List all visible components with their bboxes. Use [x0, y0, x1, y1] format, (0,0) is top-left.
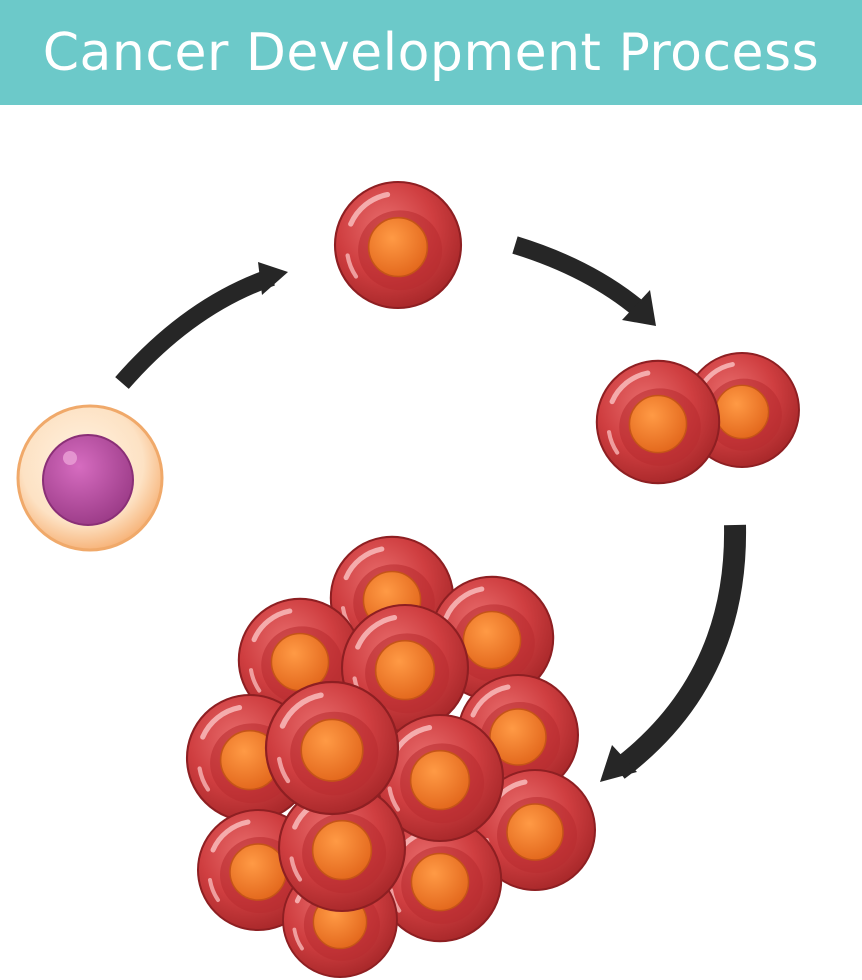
page-title: Cancer Development Process	[42, 22, 820, 83]
mutated-cell-icon	[335, 182, 461, 308]
arrow-1-icon	[115, 262, 288, 389]
normal-cell-icon	[16, 404, 164, 552]
title-bar: Cancer Development Process	[0, 0, 862, 105]
arrow-2-icon	[512, 236, 656, 326]
tumor-icon	[187, 537, 595, 977]
dividing-cells-icon	[597, 353, 799, 483]
diagram-canvas	[16, 105, 862, 980]
arrow-3-icon	[600, 524, 747, 782]
